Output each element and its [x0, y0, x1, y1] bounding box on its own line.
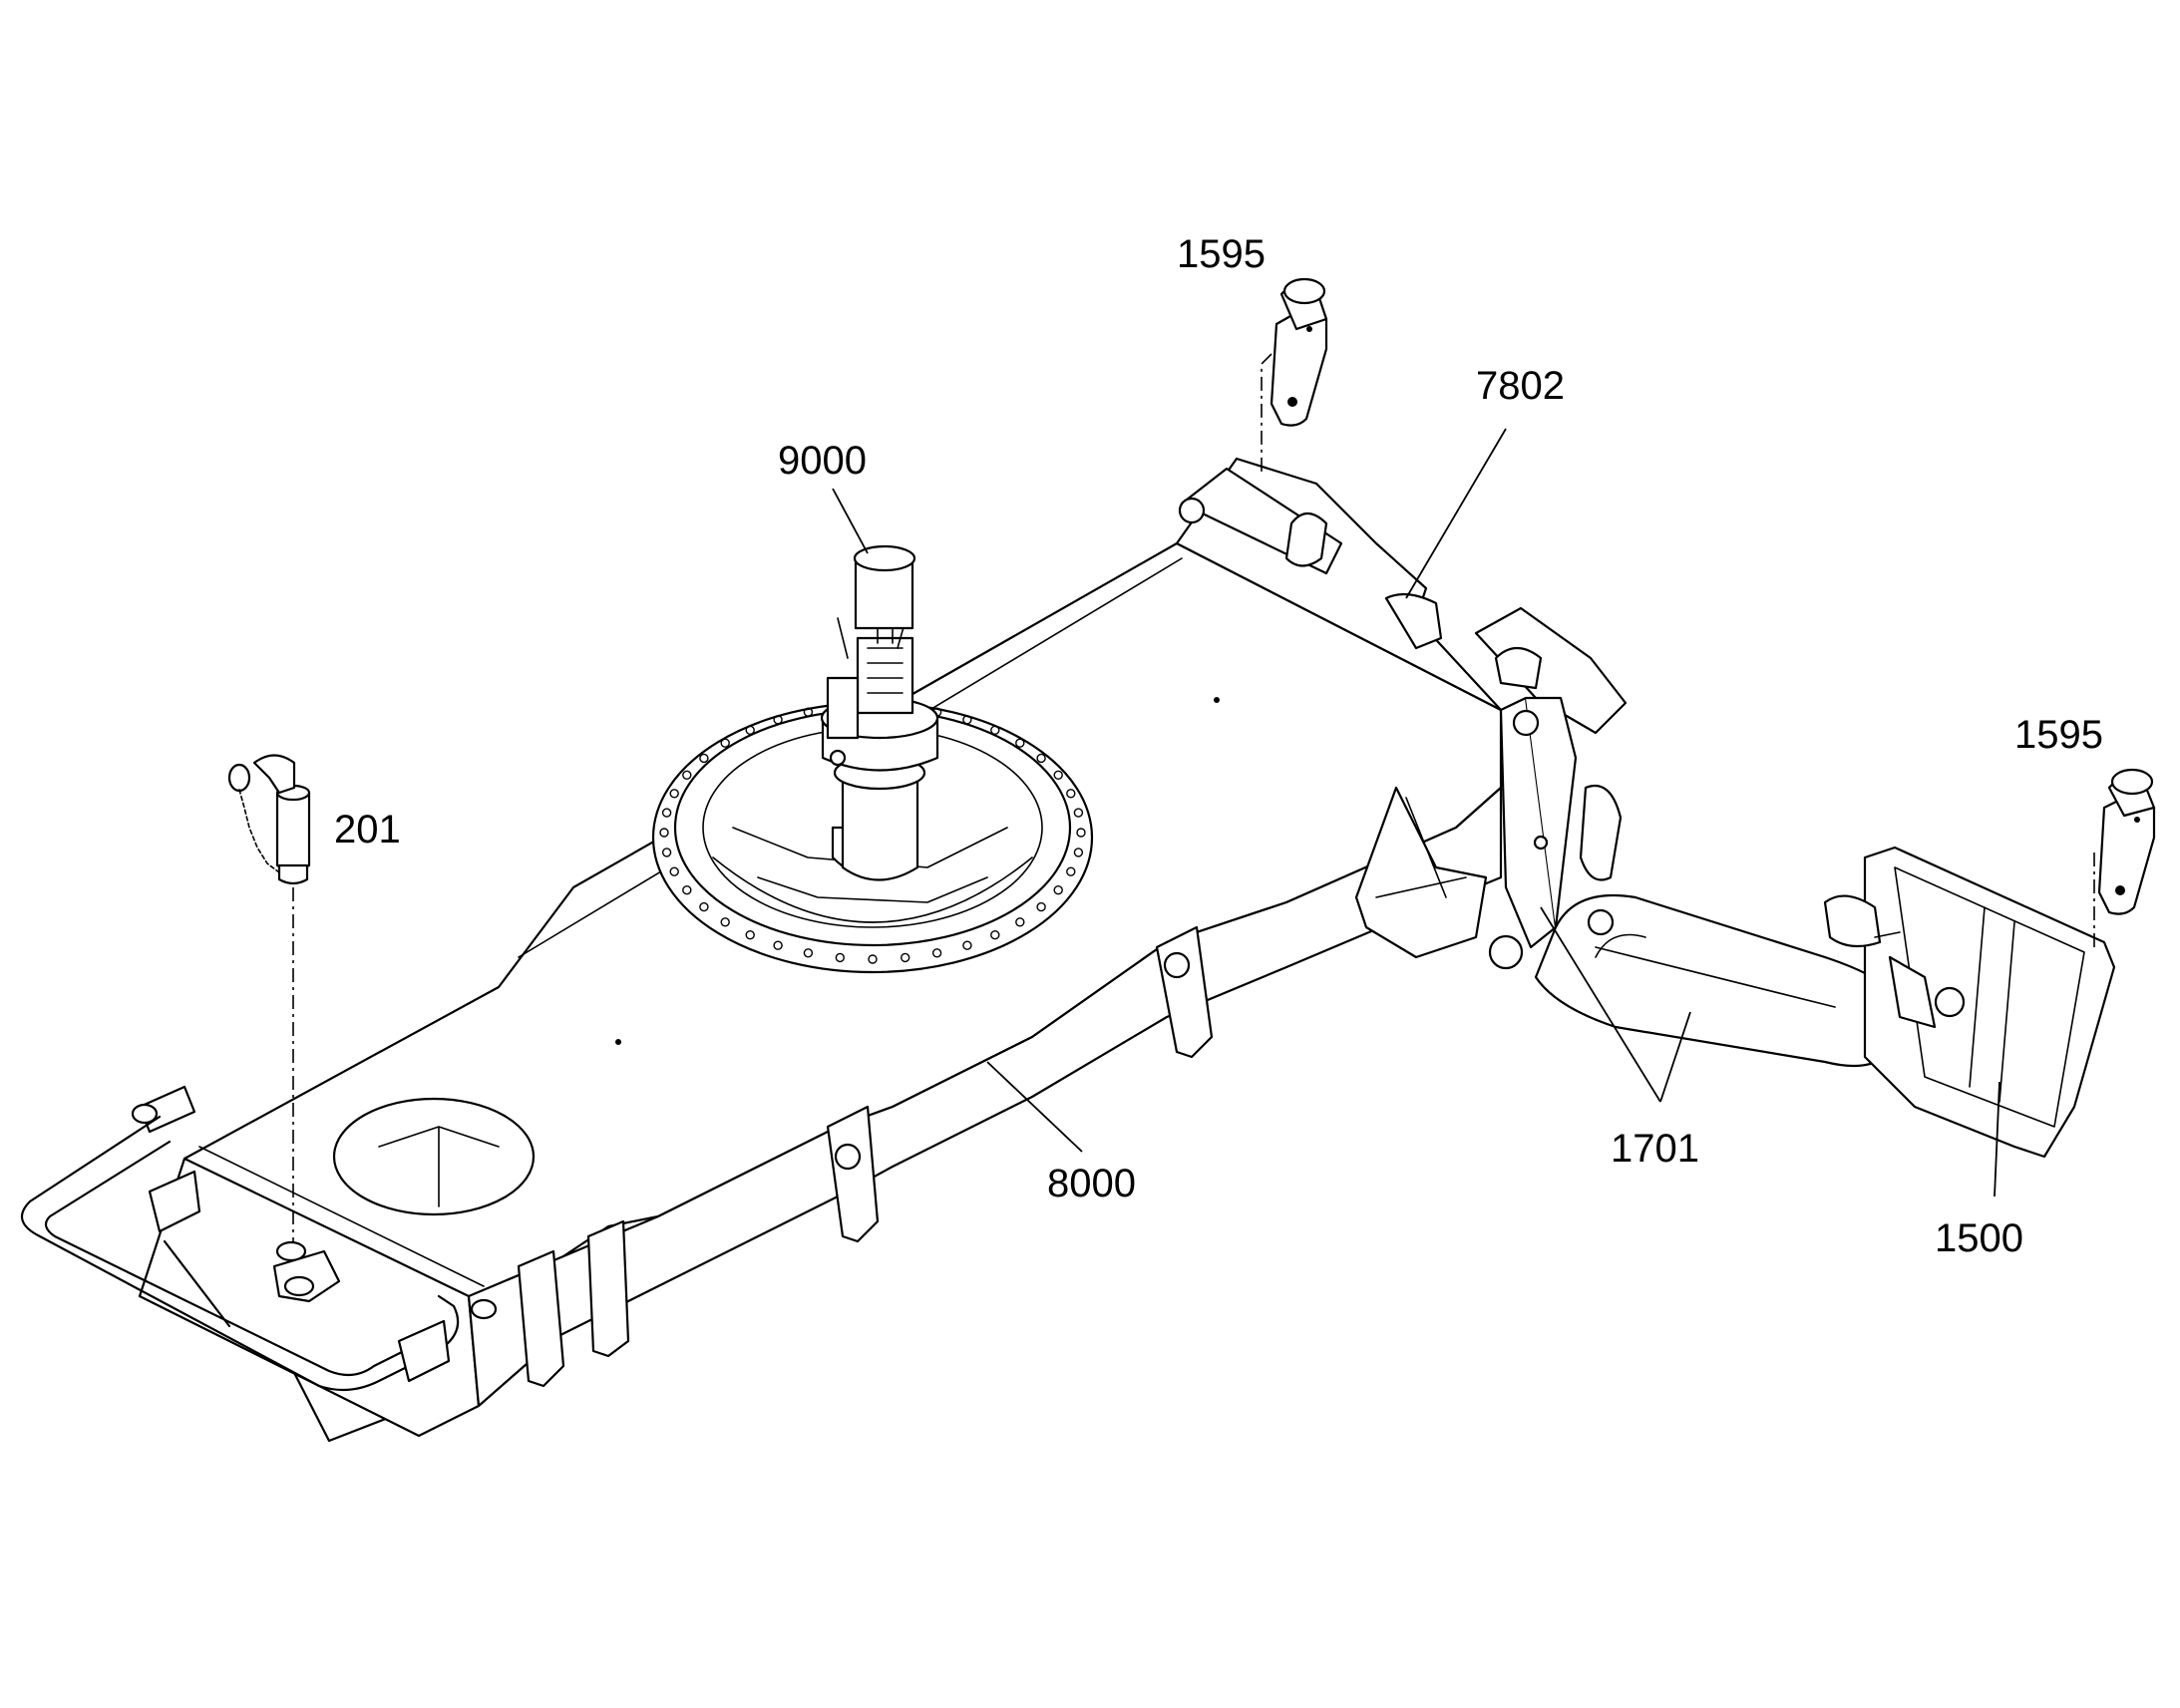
bolt-hole [931, 948, 942, 958]
bolt-hole [773, 940, 783, 950]
rear-block-7802 [1175, 457, 1628, 735]
callout-1500: 1500 [1935, 1216, 2023, 1260]
bolt-hole [1073, 848, 1084, 857]
bolt-hole [990, 930, 1000, 940]
rear-uprights [1354, 696, 1578, 970]
bolt-hole [720, 738, 730, 748]
bolt-hole [745, 725, 755, 735]
bolt-hole [745, 930, 755, 940]
bolt-hole [962, 940, 972, 950]
leader-1701-a [1540, 906, 1661, 1103]
bolt-hole [669, 789, 679, 799]
bolt-hole [1036, 901, 1046, 912]
rear-bumper-1500 [1823, 846, 2116, 1159]
bolt-hole [661, 848, 672, 857]
leader-1500 [1994, 1081, 2000, 1197]
bolt-hole [962, 715, 972, 725]
bolt-hole [773, 715, 783, 725]
callout-201: 201 [334, 808, 401, 852]
bolt-hole [990, 725, 1000, 735]
bolt-hole [1073, 808, 1084, 818]
cover-1595-right [2097, 768, 2156, 915]
bolt-hole [1053, 770, 1063, 780]
bolt-hole [835, 952, 845, 963]
bolt-hole [1066, 789, 1076, 799]
bolt-hole [1015, 917, 1025, 927]
valve-assembly-9000 [820, 544, 939, 881]
bolt-hole [803, 707, 814, 717]
bolt-hole [1036, 753, 1046, 764]
callout-1595-top: 1595 [1177, 232, 1266, 276]
bolt-hole [661, 808, 672, 818]
bolt-hole [1053, 885, 1063, 895]
cover-1595-top [1270, 277, 1328, 427]
callout-1701: 1701 [1611, 1127, 1699, 1171]
main-frame-8000 [138, 541, 1503, 1443]
callout-9000: 9000 [778, 439, 867, 483]
leader-1701-b [1659, 1011, 1691, 1103]
leader-8000 [986, 1061, 1083, 1153]
pin-mount-bracket [272, 1240, 341, 1303]
leader-9000 [832, 488, 869, 554]
bolt-hole [868, 954, 878, 964]
bolt-hole [699, 753, 709, 764]
cover-1595-top-centerline [1261, 353, 1272, 474]
bolt-hole [682, 770, 692, 780]
bolt-hole [1066, 866, 1076, 876]
bolt-hole [1076, 828, 1086, 838]
bolt-hole [659, 828, 669, 838]
pin-201 [227, 754, 311, 885]
bolt-hole [1015, 738, 1025, 748]
callout-1595-right: 1595 [2014, 713, 2103, 757]
bolt-hole [682, 885, 692, 895]
leader-7802 [1405, 428, 1507, 599]
bolt-hole [901, 952, 910, 963]
bolt-hole [669, 866, 679, 876]
bolt-hole [720, 917, 730, 927]
bolt-hole [803, 948, 814, 958]
front-tow-bar [20, 1085, 498, 1392]
bolt-hole [699, 901, 709, 912]
callout-7802: 7802 [1476, 364, 1565, 408]
callout-8000: 8000 [1047, 1162, 1136, 1205]
